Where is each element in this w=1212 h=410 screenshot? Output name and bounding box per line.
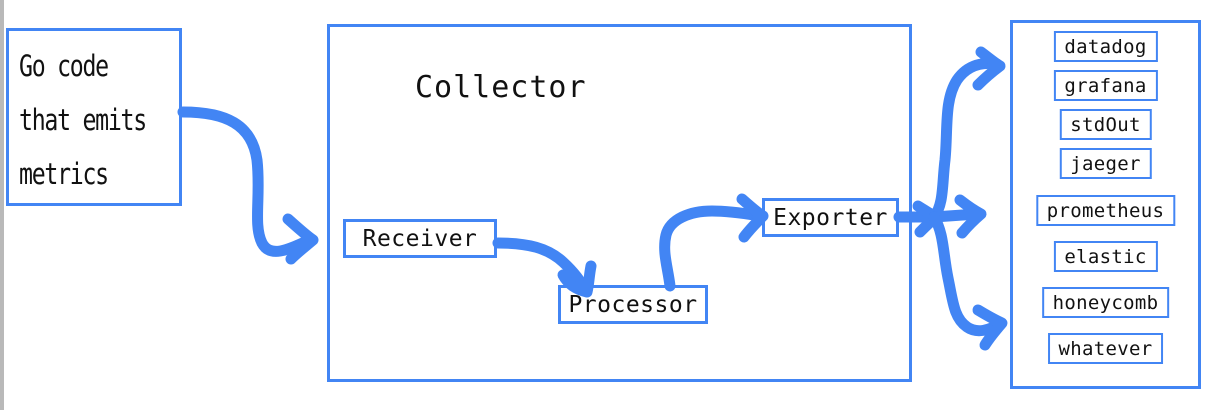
- source-line-3: metrics: [19, 157, 109, 191]
- destination-box-jaeger[interactable]: jaeger: [1059, 148, 1152, 179]
- destination-box-stdout[interactable]: stdOut: [1059, 109, 1152, 140]
- destination-box-prometheus[interactable]: prometheus: [1035, 195, 1176, 226]
- arrow-fanout-top: [928, 46, 1006, 223]
- left-edge-gutter: [0, 0, 4, 410]
- destination-box-elastic[interactable]: elastic: [1053, 241, 1158, 272]
- source-line-1: Go code: [19, 49, 109, 83]
- processor-box[interactable]: Processor: [558, 285, 708, 324]
- destination-box-honeycomb[interactable]: honeycomb: [1041, 287, 1170, 318]
- destination-box-grafana[interactable]: grafana: [1053, 70, 1158, 101]
- go-code-source-box[interactable]: Go code that emits metrics: [6, 28, 182, 206]
- destination-box-datadog[interactable]: datadog: [1053, 31, 1158, 62]
- receiver-box[interactable]: Receiver: [343, 219, 497, 258]
- collector-title: Collector: [415, 70, 587, 105]
- arrow-fanout-bottom: [928, 211, 1008, 351]
- arrow-fanout-middle: [928, 194, 987, 239]
- destination-box-whatever[interactable]: whatever: [1047, 333, 1164, 364]
- arrow-source-to-receiver: [177, 106, 319, 265]
- exporter-box[interactable]: Exporter: [762, 198, 899, 237]
- destinations-panel[interactable]: datadog grafana stdOut jaeger prometheus…: [1010, 20, 1201, 389]
- source-line-2: that emits: [19, 103, 147, 137]
